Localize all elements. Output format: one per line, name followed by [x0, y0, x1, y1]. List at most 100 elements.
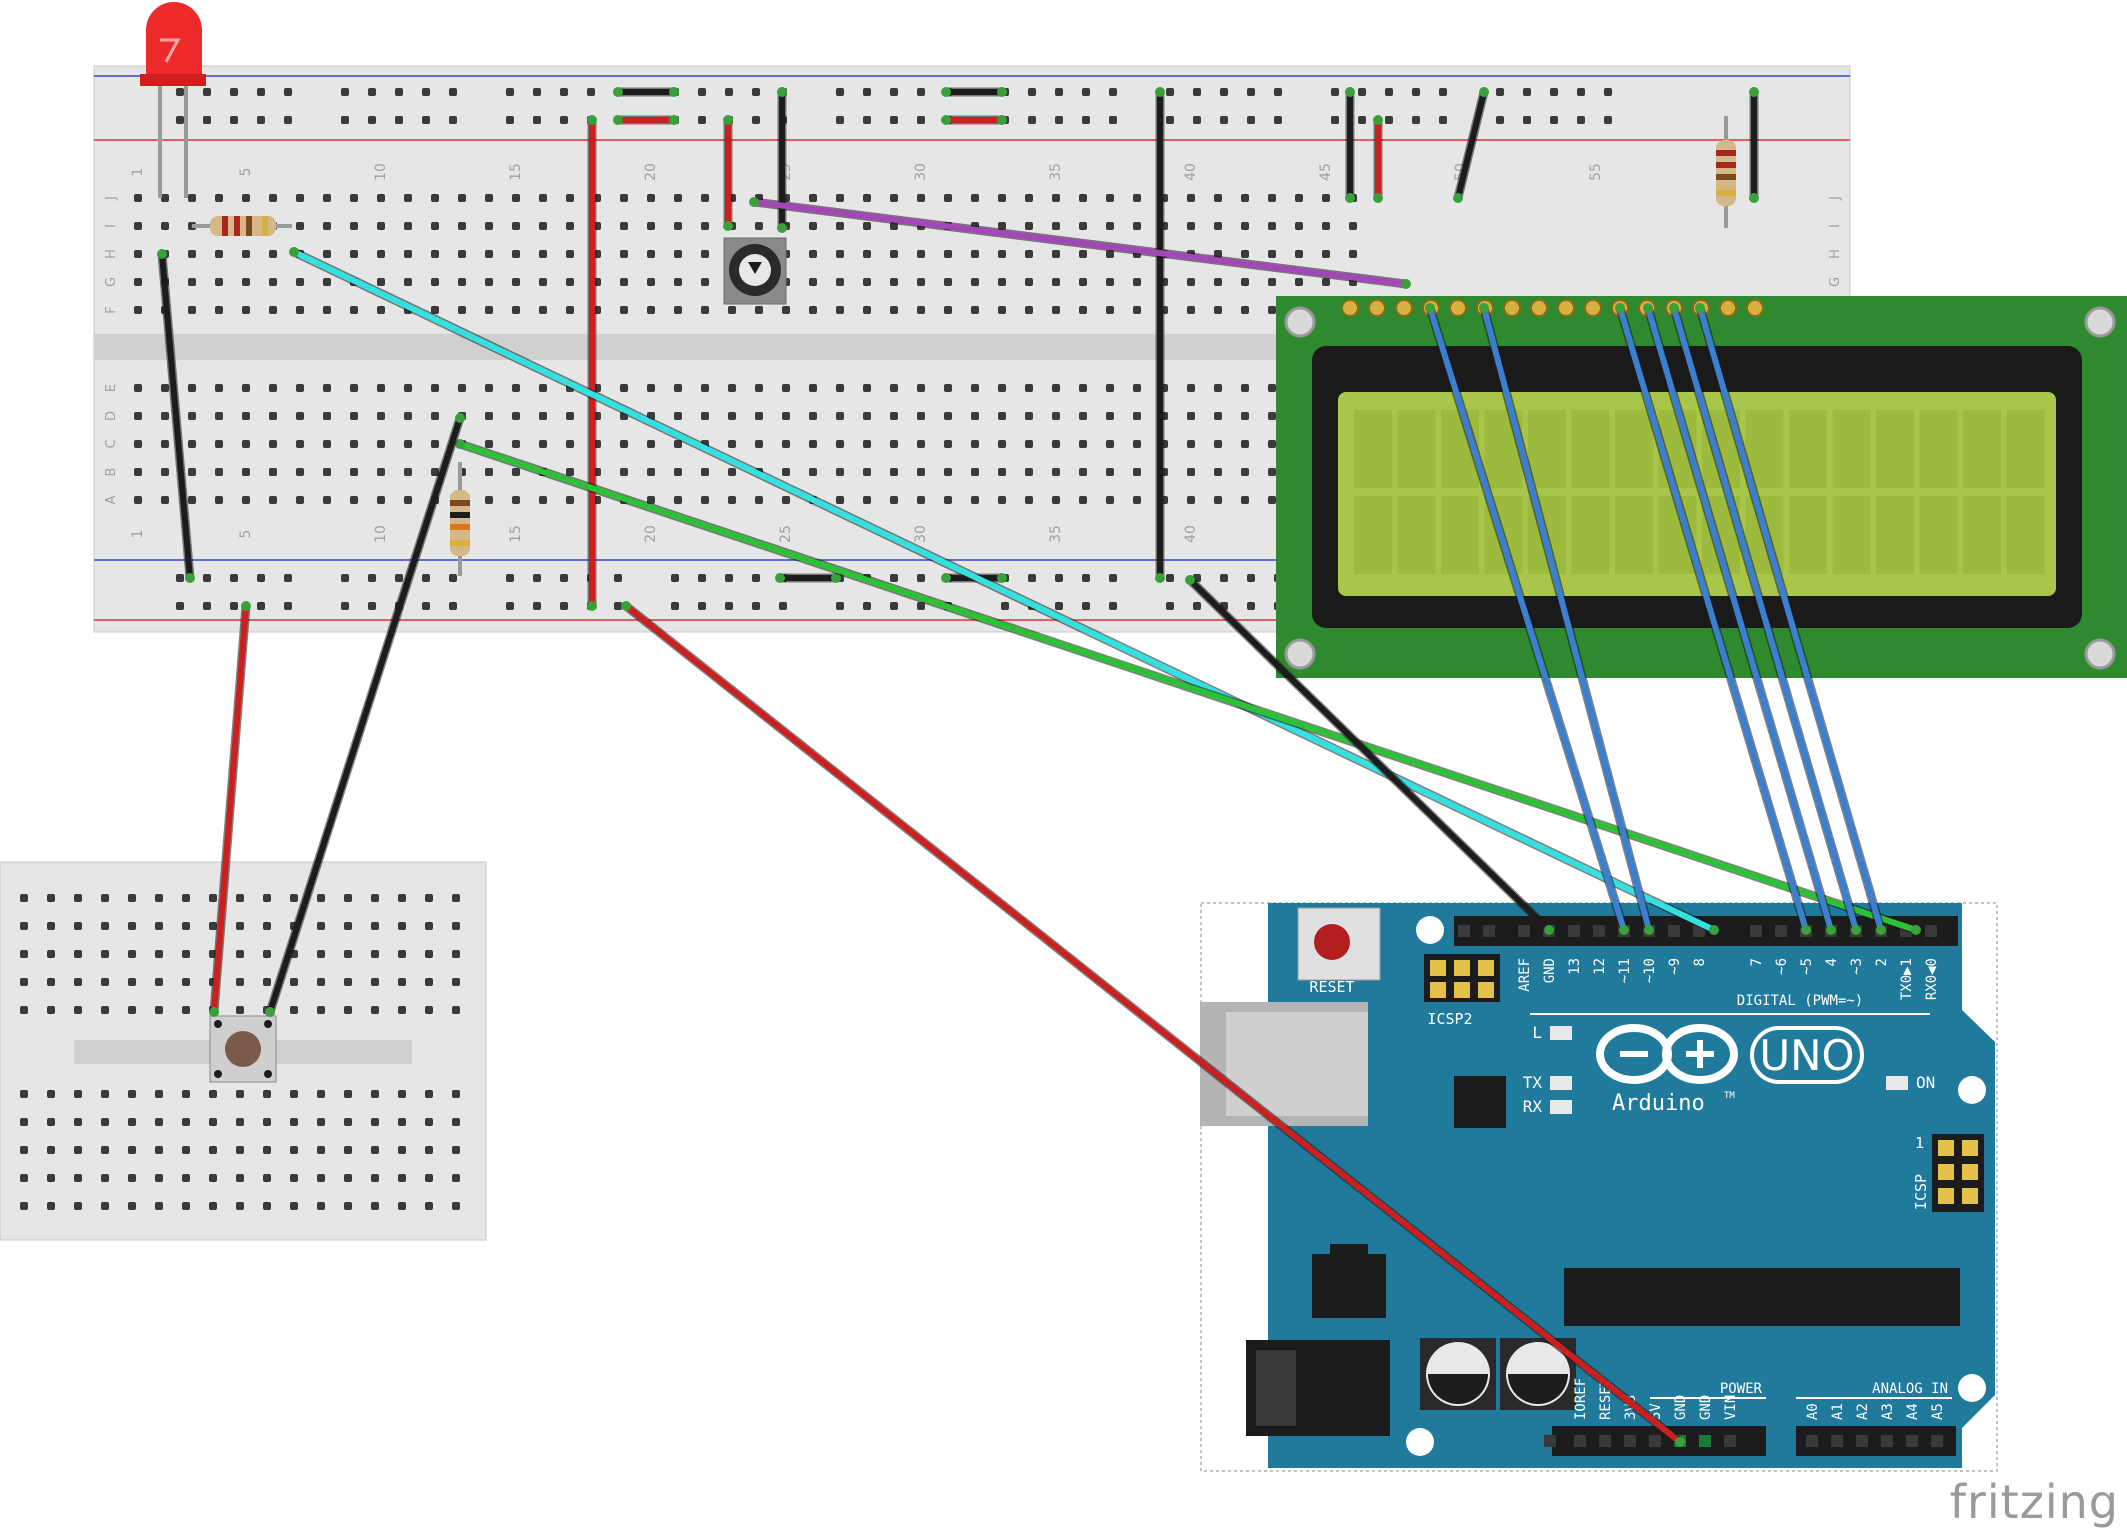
power-pin[interactable] — [1649, 1435, 1661, 1447]
wire-endpoint[interactable] — [1876, 925, 1886, 935]
wire-endpoint[interactable] — [241, 601, 251, 611]
wire-blue[interactable] — [1481, 305, 1652, 933]
wire-endpoint[interactable] — [455, 439, 465, 449]
wire-endpoint[interactable] — [831, 573, 841, 583]
rail-hole — [1496, 116, 1504, 124]
wire-endpoint[interactable] — [1749, 87, 1759, 97]
wire-endpoint[interactable] — [613, 115, 623, 125]
wire-endpoint[interactable] — [1851, 925, 1861, 935]
wire-endpoint[interactable] — [1453, 193, 1463, 203]
wire-black[interactable] — [159, 251, 193, 581]
wire-black[interactable] — [1455, 89, 1487, 201]
wire-endpoint[interactable] — [1479, 87, 1489, 97]
wire-endpoint[interactable] — [1155, 87, 1165, 97]
wire-endpoint[interactable] — [941, 115, 951, 125]
wire-endpoint[interactable] — [1401, 279, 1411, 289]
analog-pin[interactable] — [1881, 1435, 1893, 1447]
wire-endpoint[interactable] — [613, 87, 623, 97]
wire-endpoint[interactable] — [1544, 925, 1554, 935]
digital-pin[interactable] — [1458, 925, 1470, 937]
wire-endpoint[interactable] — [455, 413, 465, 423]
wire-red[interactable] — [623, 603, 1683, 1445]
wire-endpoint[interactable] — [775, 573, 785, 583]
wire-endpoint[interactable] — [941, 87, 951, 97]
wire-endpoint[interactable] — [1373, 193, 1383, 203]
wire-blue[interactable] — [1617, 305, 1809, 933]
wire-blue[interactable] — [1645, 305, 1834, 933]
analog-pin[interactable] — [1831, 1435, 1843, 1447]
analog-pin[interactable] — [1931, 1435, 1943, 1447]
wire-endpoint[interactable] — [997, 87, 1007, 97]
wire-endpoint[interactable] — [1155, 573, 1165, 583]
wire-endpoint[interactable] — [157, 249, 167, 259]
wire-black[interactable] — [267, 415, 463, 1015]
power-pin[interactable] — [1699, 1435, 1711, 1447]
wire-endpoint[interactable] — [669, 115, 679, 125]
wire-endpoint[interactable] — [209, 1007, 219, 1017]
digital-pin[interactable] — [1568, 925, 1580, 937]
reset-button-cap[interactable] — [1314, 924, 1350, 960]
wire-endpoint[interactable] — [185, 573, 195, 583]
small-breadboard-hole — [344, 922, 352, 930]
power-pin[interactable] — [1544, 1435, 1556, 1447]
wire-endpoint[interactable] — [1185, 575, 1195, 585]
wire-endpoint[interactable] — [997, 573, 1007, 583]
analog-pin[interactable] — [1906, 1435, 1918, 1447]
wire-endpoint[interactable] — [777, 223, 787, 233]
digital-pin[interactable] — [1668, 925, 1680, 937]
wire-endpoint[interactable] — [1615, 303, 1625, 313]
potentiometer[interactable] — [723, 237, 787, 305]
wire-endpoint[interactable] — [1801, 925, 1811, 935]
wire-endpoint[interactable] — [289, 247, 299, 257]
wire-endpoint[interactable] — [1479, 303, 1489, 313]
wire-blue[interactable] — [1697, 305, 1884, 933]
wire-endpoint[interactable] — [621, 601, 631, 611]
wire-green[interactable] — [457, 441, 1919, 933]
digital-pin[interactable] — [1750, 925, 1762, 937]
wire-endpoint[interactable] — [1643, 303, 1653, 313]
wire-black[interactable] — [1187, 577, 1552, 933]
wire-endpoint[interactable] — [265, 1007, 275, 1017]
wire-endpoint[interactable] — [777, 87, 787, 97]
wire-endpoint[interactable] — [1826, 925, 1836, 935]
wire-endpoint[interactable] — [941, 573, 951, 583]
wire-endpoint[interactable] — [1911, 925, 1921, 935]
digital-pin[interactable] — [1775, 925, 1787, 937]
power-pin[interactable] — [1574, 1435, 1586, 1447]
wire-endpoint[interactable] — [1695, 303, 1705, 313]
breadboard-hole — [1079, 194, 1087, 202]
power-pin[interactable] — [1624, 1435, 1636, 1447]
wire-blue[interactable] — [1427, 305, 1627, 933]
wire-endpoint[interactable] — [1373, 115, 1383, 125]
digital-pin[interactable] — [1483, 925, 1495, 937]
wire-cyan[interactable] — [291, 249, 1717, 933]
wire-endpoint[interactable] — [1644, 925, 1654, 935]
digital-pin[interactable] — [1593, 925, 1605, 937]
wire-endpoint[interactable] — [587, 115, 597, 125]
wire-endpoint[interactable] — [1345, 87, 1355, 97]
wire-endpoint[interactable] — [587, 601, 597, 611]
wire-endpoint[interactable] — [723, 221, 733, 231]
wire-endpoint[interactable] — [997, 115, 1007, 125]
wire-endpoint[interactable] — [1345, 193, 1355, 203]
wire-purple[interactable] — [751, 199, 1409, 287]
wire-endpoint[interactable] — [1749, 193, 1759, 203]
wire-red[interactable] — [211, 603, 249, 1015]
wire-endpoint[interactable] — [749, 197, 759, 207]
wire-endpoint[interactable] — [723, 115, 733, 125]
rail-hole — [1274, 88, 1282, 96]
wire-endpoint[interactable] — [1709, 925, 1719, 935]
wire-blue[interactable] — [1671, 305, 1859, 933]
wire-endpoint[interactable] — [1669, 303, 1679, 313]
power-pin[interactable] — [1599, 1435, 1611, 1447]
wire-endpoint[interactable] — [1675, 1437, 1685, 1447]
pushbutton[interactable] — [209, 1015, 277, 1083]
power-pin[interactable] — [1724, 1435, 1736, 1447]
wire-endpoint[interactable] — [1619, 925, 1629, 935]
digital-pin[interactable] — [1925, 925, 1937, 937]
wire-endpoint[interactable] — [669, 87, 679, 97]
analog-pin[interactable] — [1856, 1435, 1868, 1447]
analog-pin[interactable] — [1806, 1435, 1818, 1447]
digital-pin[interactable] — [1518, 925, 1530, 937]
wire-endpoint[interactable] — [1425, 303, 1435, 313]
